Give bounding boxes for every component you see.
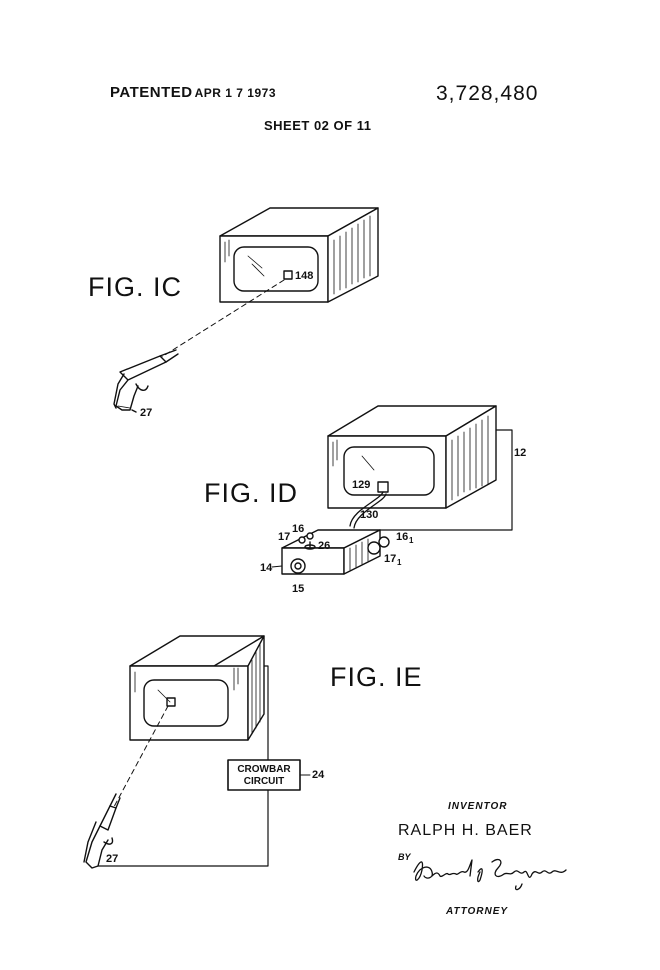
ref-129: 129 xyxy=(352,479,370,491)
fig1e-screen xyxy=(143,679,229,727)
ref-16-1: 16 xyxy=(396,531,408,543)
ref-148: 148 xyxy=(295,270,313,282)
figure-label-1c: FIG. IC xyxy=(88,272,182,302)
ref-26: 26 xyxy=(318,540,330,552)
attorney-label: ATTORNEY xyxy=(446,906,509,917)
ref-17: 17 xyxy=(278,531,290,543)
knob-15 xyxy=(290,558,306,574)
knob-17 xyxy=(298,536,306,544)
ref-16-1-subscript: 1 xyxy=(409,536,414,545)
inventor-name: RALPH H. BAER xyxy=(398,822,533,839)
ref-27-fig1e: 27 xyxy=(106,853,118,865)
ref-17-1-subscript: 1 xyxy=(397,558,402,567)
figure-label-1d: FIG. ID xyxy=(204,478,298,508)
ref-130: 130 xyxy=(360,509,378,521)
ref-12: 12 xyxy=(514,447,526,459)
fig1d-screen xyxy=(343,446,435,496)
fig1e-light-beam xyxy=(107,705,169,819)
cable-130 xyxy=(349,491,384,527)
knob-17-1 xyxy=(367,541,381,555)
figure-label-1e: FIG. IE xyxy=(330,662,423,692)
fig1e-tv-set xyxy=(129,635,265,741)
fig1d-sensor-block xyxy=(377,481,389,493)
ref-16: 16 xyxy=(292,523,304,535)
knob-16-1 xyxy=(378,536,390,548)
by-label: BY xyxy=(398,852,411,862)
control-box-14: 16 17 26 16 1 17 1 14 15 xyxy=(260,523,414,595)
fig1c-light-beam xyxy=(159,279,285,359)
ref-14: 14 xyxy=(260,562,273,574)
ref-24: 24 xyxy=(312,769,325,781)
ref-17-1: 17 xyxy=(384,553,396,565)
ref-27-fig1c: 27 xyxy=(140,407,152,419)
sheet-number: SHEET 02 OF 11 xyxy=(264,118,372,133)
inventor-label: INVENTOR xyxy=(448,801,508,812)
patent-number: 3,728,480 xyxy=(436,82,539,105)
fig1e-photocell-target xyxy=(166,697,176,707)
fig1d-tv-set: 129 xyxy=(327,405,497,509)
fig1e-light-gun: 27 xyxy=(83,793,121,869)
fig1c-tv-set: 148 xyxy=(219,207,379,303)
crowbar-label-line2: CIRCUIT xyxy=(244,776,285,787)
patented-label: PATENTED xyxy=(110,84,193,101)
crowbar-circuit-box xyxy=(227,759,301,791)
attorney-signature xyxy=(413,858,567,891)
fig1c-light-gun: 27 xyxy=(113,349,179,419)
fig1c-photocell-target xyxy=(283,270,293,280)
patent-date: APR 1 7 1973 xyxy=(194,86,277,100)
wire-12 xyxy=(379,429,513,531)
ref-15: 15 xyxy=(292,583,304,595)
crowbar-label-line1: CROWBAR xyxy=(237,764,291,775)
knob-16 xyxy=(306,532,314,540)
fig1c-screen xyxy=(233,246,319,292)
